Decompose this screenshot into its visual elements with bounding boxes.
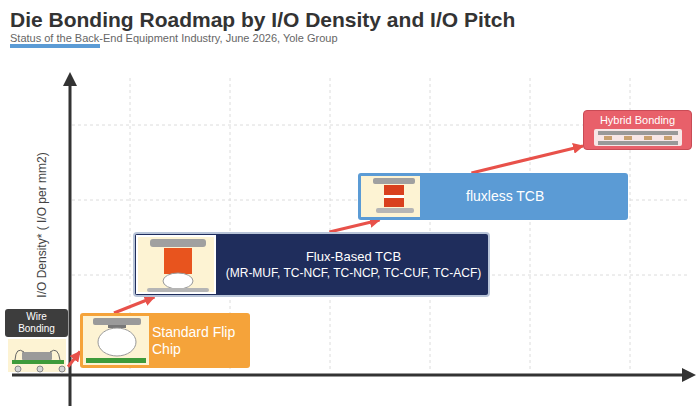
technology-name: Standard Flip Chip (152, 324, 246, 358)
technology-name: Wire Bonding (5, 309, 68, 337)
roadmap-arrow (68, 352, 80, 367)
text-area: Hybrid Bonding (584, 114, 691, 130)
wire-bond-illustration (8, 339, 66, 372)
axis-label: I/O Density* ( I/O per mm2) (35, 152, 49, 297)
bonding-technology-box: fluxless TCB (358, 173, 628, 220)
chart-title: Die Bonding Roadmap by I/O Density and I… (10, 8, 515, 32)
flux-tcb-illustration (137, 236, 215, 293)
technology-variants: (MR-MUF, TC-NCF, TC-NCP, TC-CUF, TC-ACF) (226, 266, 482, 280)
roadmap-arrow (114, 297, 154, 313)
text-area: Wire Bonding (5, 309, 68, 339)
technology-name: fluxless TCB (466, 188, 544, 205)
text-area: Flux-Based TCB(MR-MUF, TC-NCF, TC-NCP, T… (221, 234, 486, 295)
roadmap-arrow (329, 220, 379, 232)
axes (12, 72, 696, 406)
bonding-technology-box: Standard Flip Chip (80, 313, 250, 368)
roadmap-arrow (471, 146, 583, 173)
bonding-technology-box: Wire Bonding (5, 309, 68, 377)
fluxless-tcb-illustration (361, 176, 420, 217)
text-area: Standard Flip Chip (152, 313, 246, 368)
bonding-technology-box: Hybrid Bonding (583, 110, 692, 150)
title-underline (10, 44, 100, 48)
flip-chip-illustration (83, 316, 149, 365)
chart-subtitle: Status of the Back-End Equipment Industr… (10, 32, 338, 44)
bonding-technology-box: Flux-Based TCB(MR-MUF, TC-NCF, TC-NCP, T… (133, 232, 490, 297)
technology-name: Flux-Based TCB (306, 249, 401, 265)
technology-name: Hybrid Bonding (600, 114, 675, 127)
text-area: fluxless TCB (466, 173, 621, 220)
hybrid-bond-illustration (594, 129, 682, 146)
